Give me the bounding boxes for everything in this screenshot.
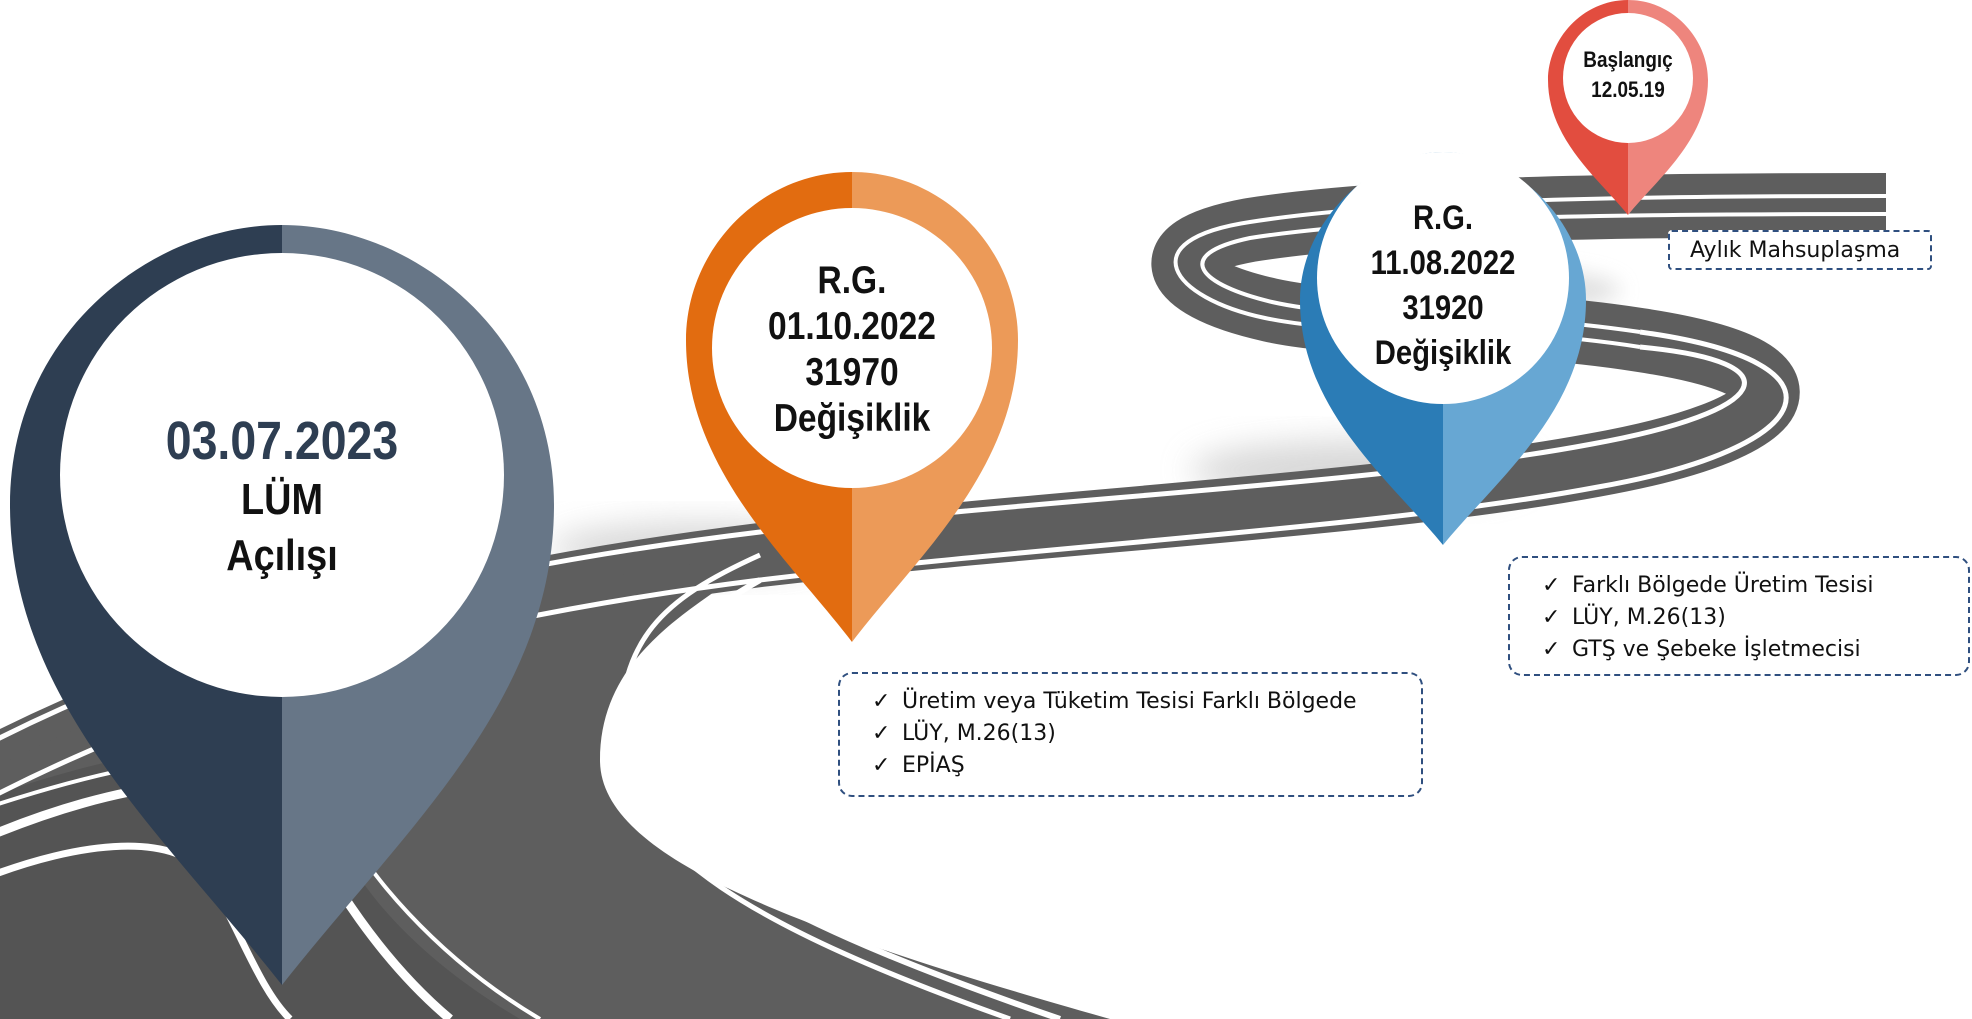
check-icon: ✓ bbox=[872, 753, 891, 778]
pin-baslangic-line2: 12.05.19 bbox=[1591, 77, 1665, 102]
pin-rg-31920-line1: R.G. bbox=[1412, 199, 1474, 237]
pin-rg-31920-line3: 31920 bbox=[1402, 289, 1484, 327]
list-item: ✓ EPİAŞ bbox=[872, 750, 1421, 782]
note-text: GTŞ ve Şebeke İşletmecisi bbox=[1572, 637, 1861, 662]
pin-rg-31920-text: R.G. 11.08.2022 31920 Değişiklik bbox=[1336, 196, 1551, 376]
note-text: Farklı Bölgede Üretim Tesisi bbox=[1572, 573, 1874, 598]
note-rg-31920-list: ✓ Farklı Bölgede Üretim Tesisi ✓ LÜY, M.26… bbox=[1542, 570, 1968, 666]
pin-rg-31920-line2: 11.08.2022 bbox=[1370, 244, 1516, 282]
check-icon: ✓ bbox=[1542, 637, 1561, 662]
pin-rg-31920 bbox=[1300, 152, 1586, 545]
check-icon: ✓ bbox=[872, 721, 891, 746]
pin-rg-31970-line2: 01.10.2022 bbox=[768, 305, 936, 348]
note-baslangic-text: Aylık Mahsuplaşma bbox=[1690, 238, 1901, 263]
list-item: ✓ LÜY, M.26(13) bbox=[872, 718, 1421, 750]
list-item: ✓ LÜY, M.26(13) bbox=[1542, 602, 1968, 634]
note-text: LÜY, M.26(13) bbox=[1572, 605, 1726, 630]
note-text: Üretim veya Tüketim Tesisi Farklı Bölged… bbox=[902, 689, 1357, 714]
pin-rg-31970 bbox=[686, 172, 1018, 642]
pin-lum-text: 03.07.2023 LÜM Açılışı bbox=[136, 410, 428, 584]
note-rg-31970: ✓ Üretim veya Tüketim Tesisi Farklı Bölge… bbox=[838, 672, 1423, 797]
note-rg-31920: ✓ Farklı Bölgede Üretim Tesisi ✓ LÜY, M.26… bbox=[1508, 556, 1970, 676]
note-text: EPİAŞ bbox=[902, 753, 965, 778]
pin-lum-date: 03.07.2023 bbox=[165, 411, 399, 471]
list-item: ✓ Farklı Bölgede Üretim Tesisi bbox=[1542, 570, 1968, 602]
pin-rg-31970-line3: 31970 bbox=[805, 351, 899, 394]
pin-rg-31970-line4: Değişiklik bbox=[773, 397, 931, 440]
check-icon: ✓ bbox=[872, 689, 891, 714]
pin-baslangic-face bbox=[1563, 13, 1693, 143]
pin-lum-title-line2: Açılışı bbox=[226, 531, 338, 580]
pin-lum-acilisi bbox=[10, 225, 554, 985]
pin-lum-face bbox=[60, 253, 504, 697]
note-rg-31970-list: ✓ Üretim veya Tüketim Tesisi Farklı Bölge… bbox=[872, 686, 1421, 782]
pin-rg-31970-text: R.G. 01.10.2022 31970 Değişiklik bbox=[736, 258, 968, 442]
list-item: ✓ Üretim veya Tüketim Tesisi Farklı Bölge… bbox=[872, 686, 1421, 718]
pin-rg-31920-line4: Değişiklik bbox=[1374, 334, 1512, 372]
pin-rg-31920-face bbox=[1317, 152, 1569, 404]
note-baslangic: Aylık Mahsuplaşma bbox=[1668, 230, 1932, 270]
pin-baslangic-text: Başlangıç 12.05.19 bbox=[1568, 45, 1688, 105]
list-item: ✓ GTŞ ve Şebeke İşletmecisi bbox=[1542, 634, 1968, 666]
pin-baslangic-line1: Başlangıç bbox=[1583, 47, 1673, 72]
check-icon: ✓ bbox=[1542, 573, 1561, 598]
pin-lum-title-line1: LÜM bbox=[241, 475, 323, 524]
pin-rg-31970-face bbox=[712, 208, 992, 488]
pin-rg-31970-line1: R.G. bbox=[817, 259, 887, 302]
check-icon: ✓ bbox=[1542, 605, 1561, 630]
pin-baslangic bbox=[1548, 0, 1708, 215]
note-text: LÜY, M.26(13) bbox=[902, 721, 1056, 746]
